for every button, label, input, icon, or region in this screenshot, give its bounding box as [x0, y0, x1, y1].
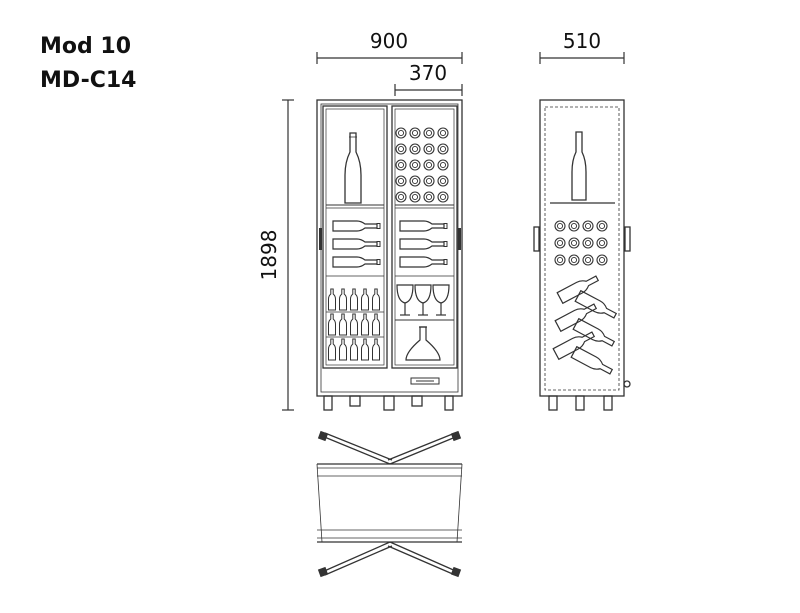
front-right-decanter: [405, 326, 441, 361]
dimension-depth: [539, 52, 625, 64]
front-left-horizontal-bottles: [326, 220, 384, 277]
side-bottle-grid: [554, 220, 608, 266]
dimension-compartment-width-label: 370: [409, 61, 447, 85]
dimension-height-label: 1898: [257, 230, 281, 281]
model-code: MD-C14: [40, 68, 137, 93]
dimension-compartment-width: [394, 84, 463, 96]
model-name: Mod 10: [40, 34, 132, 59]
title-block: Mod 10 MD-C14: [40, 30, 136, 98]
side-tilted-bottles: [552, 272, 619, 378]
dimension-depth-label: 510: [563, 29, 601, 53]
dimension-height: [282, 99, 294, 411]
front-view: [316, 99, 463, 411]
front-right-bottle-grid: [395, 127, 454, 209]
front-left-standing-bottles: [326, 288, 384, 361]
front-right-horizontal-bottles: [395, 220, 454, 277]
top-view: [316, 430, 463, 578]
front-right-glasses: [395, 284, 454, 321]
side-view: [533, 99, 631, 411]
dimension-width-label: 900: [370, 29, 408, 53]
dimension-width: [316, 52, 463, 64]
